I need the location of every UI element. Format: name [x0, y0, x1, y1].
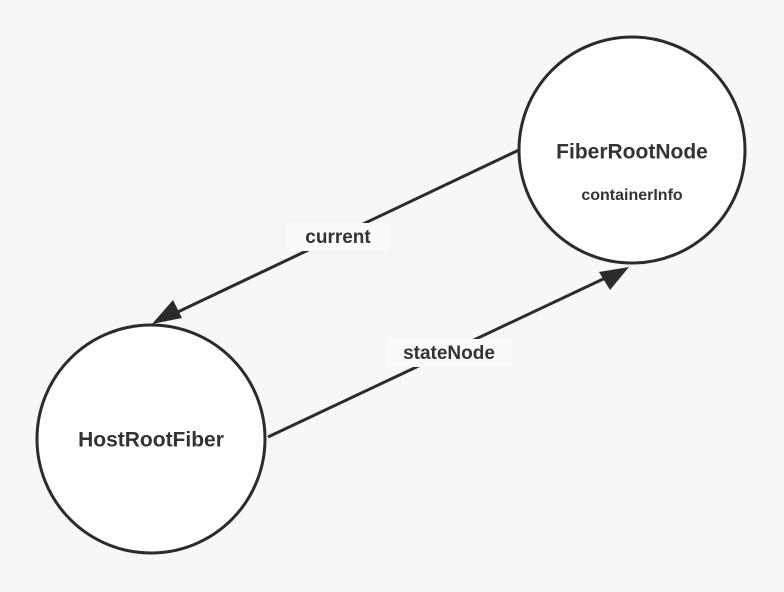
edge-statenode-arrowhead: [599, 267, 629, 290]
node-host-root-fiber-circle: [35, 323, 267, 555]
edge-current-label-group: current: [287, 223, 389, 251]
node-fiber-root-node[interactable]: FiberRootNode containerInfo: [517, 35, 747, 265]
node-fiber-root-node-sublabel: containerInfo: [581, 187, 683, 204]
edge-statenode-label: stateNode: [403, 343, 495, 364]
node-fiber-root-node-circle: [517, 35, 747, 265]
edge-current-arrowhead: [152, 300, 182, 324]
node-host-root-fiber-label: HostRootFiber: [78, 429, 224, 452]
node-fiber-root-node-label: FiberRootNode: [556, 141, 708, 164]
edge-current-label-background: [287, 223, 389, 251]
edge-statenode-label-background: [386, 339, 512, 367]
edge-current-label: current: [305, 227, 371, 248]
node-host-root-fiber[interactable]: HostRootFiber: [35, 323, 267, 555]
edge-statenode-label-group: stateNode: [386, 339, 512, 367]
